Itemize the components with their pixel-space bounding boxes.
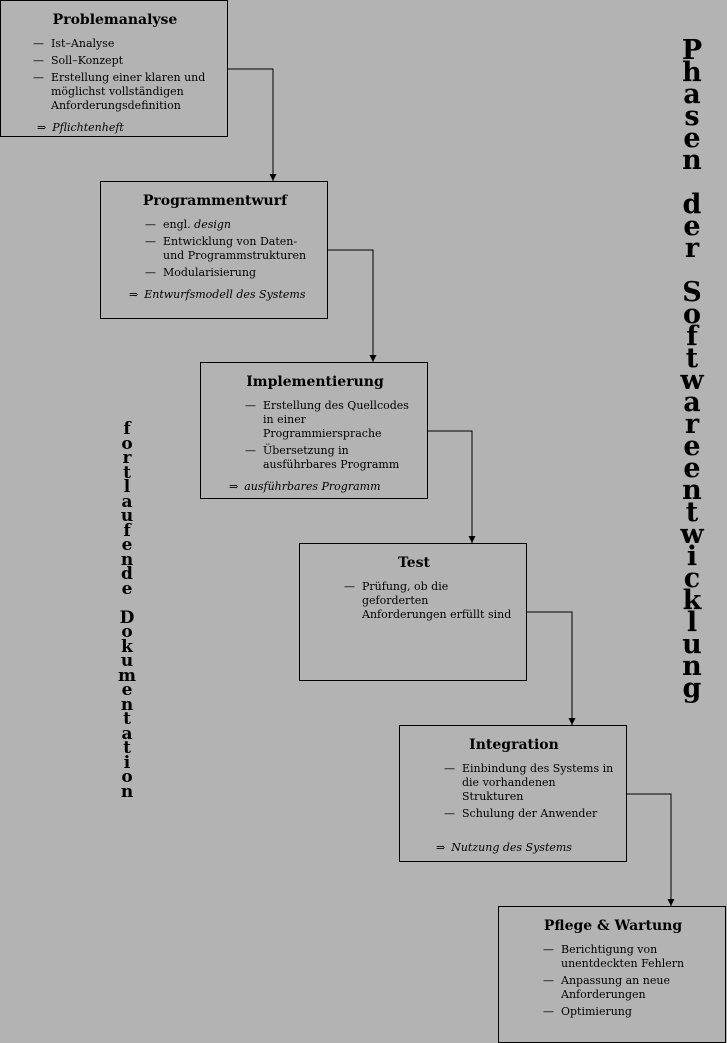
dash-symbol: — [444, 807, 455, 820]
phase-box-pflege-wartung: Pflege & Wartung — Berichtigung von unent… [498, 906, 726, 1043]
phase-item: — Prüfung, ob die geforderten Anforderung… [344, 580, 516, 622]
dash-symbol: — [444, 762, 455, 775]
phase-result-text: Nutzung des Systems [451, 841, 572, 854]
phase-item-text: Entwicklung von Daten- und Programmstruk… [163, 235, 307, 262]
phase-result-text: Entwurfsmodell des Systems [144, 288, 306, 301]
dash-symbol: — [245, 399, 256, 412]
phase-item-text: Erstellung des Quellcodes in einer Progr… [263, 399, 409, 440]
phase-box-problemanalyse: Problemanalyse — Ist–Analyse — Soll–Konzep… [0, 0, 228, 137]
phase-item-text: engl. [163, 218, 195, 231]
phase-item-text: Schulung der Anwender [462, 807, 598, 820]
phase-box-implementierung: Implementierung — Erstellung des Quellcod… [200, 362, 428, 499]
phase-item-text: Anpassung an neue Anforderungen [561, 974, 670, 1001]
phase-item-list: — Erstellung des Quellcodes in einer Prog… [245, 399, 417, 472]
dash-symbol: — [344, 580, 355, 593]
dash-symbol: — [543, 943, 554, 956]
phase-title: Programmentwurf [142, 193, 288, 209]
phase-title: Test [397, 555, 431, 571]
connector-arrow [428, 430, 476, 543]
dash-symbol: — [33, 37, 44, 50]
phase-box-integration: Integration — Einbindung des Systems in d… [399, 725, 627, 862]
implies-symbol: ⇒ [37, 121, 47, 134]
connector-arrow [627, 793, 675, 906]
phase-item: — Erstellung einer klaren und möglichst v… [33, 71, 217, 113]
dash-symbol: — [543, 974, 554, 987]
phase-item-list: — Prüfung, ob die geforderten Anforderung… [344, 580, 516, 622]
phase-item: — Erstellung des Quellcodes in einer Prog… [245, 399, 417, 441]
phase-item-list: — Berichtigung von unentdeckten Fehlern —… [543, 943, 715, 1019]
phase-item-text: Übersetzung in ausführbares Programm [263, 444, 400, 471]
phase-item: — Einbindung des Systems in die vorhanden… [444, 762, 616, 804]
phase-item: — Soll–Konzept [33, 54, 217, 68]
side-label-fortlaufende-dokumentation: f o r t l a u f e n d e D o k u m e n t … [118, 419, 136, 802]
phase-item-text: Modularisierung [163, 266, 257, 279]
dash-symbol: — [145, 266, 156, 279]
phase-item-list: — Einbindung des Systems in die vorhanden… [444, 762, 616, 821]
dash-symbol: — [145, 218, 156, 231]
phase-item-text: Erstellung einer klaren und möglichst vo… [51, 71, 206, 112]
phase-title: Integration [469, 737, 559, 753]
phase-item: — Modularisierung [145, 266, 317, 280]
phase-item: — engl. design [145, 218, 317, 232]
phase-result: ⇒ Entwurfsmodell des Systems [129, 288, 317, 302]
phase-item: — Ist–Analyse [33, 37, 217, 51]
dash-symbol: — [33, 54, 44, 67]
dash-symbol: — [145, 235, 156, 248]
phase-item-text: Prüfung, ob die geforderten Anforderunge… [362, 580, 512, 621]
phase-result: ⇒ Pflichtenheft [37, 121, 217, 135]
implies-symbol: ⇒ [129, 288, 139, 301]
phase-item: — Berichtigung von unentdeckten Fehlern [543, 943, 715, 971]
phase-item-list: — Ist–Analyse — Soll–Konzept — Erstellung e… [33, 37, 217, 113]
phase-result-text: Pflichtenheft [52, 121, 124, 134]
connector-arrow [228, 68, 277, 181]
phase-item: — Übersetzung in ausführbares Programm [245, 444, 417, 472]
dash-symbol: — [245, 444, 256, 457]
phase-item-italic: design [194, 218, 231, 231]
phase-box-test: Test — Prüfung, ob die geforderten Anford… [299, 543, 527, 681]
phase-box-programmentwurf: Programmentwurf — engl. design — Entwicklu… [100, 181, 328, 319]
phase-item-text: Berichtigung von unentdeckten Fehlern [561, 943, 685, 970]
implies-symbol: ⇒ [436, 841, 446, 854]
phase-result: ⇒ Nutzung des Systems [436, 841, 616, 855]
phase-item: — Optimierung [543, 1005, 715, 1019]
phase-item-text: Ist–Analyse [51, 37, 115, 50]
phase-title: Implementierung [246, 374, 384, 390]
side-label-phasen-der-softwareentwicklung: P h a s e n d e r S o f t w a r e e n t … [680, 35, 704, 704]
phase-result: ⇒ ausführbares Programm [229, 480, 417, 494]
phase-item: — Schulung der Anwender [444, 807, 616, 821]
phase-item-text: Einbindung des Systems in die vorhandene… [462, 762, 614, 803]
implies-symbol: ⇒ [229, 480, 239, 493]
connector-arrow [328, 249, 377, 362]
connector-arrow [527, 611, 576, 725]
dash-symbol: — [543, 1005, 554, 1018]
dash-symbol: — [33, 71, 44, 84]
phase-item-text: Soll–Konzept [51, 54, 124, 67]
phase-item: — Anpassung an neue Anforderungen [543, 974, 715, 1002]
phase-title: Problemanalyse [52, 12, 178, 28]
phase-item-list: — engl. design — Entwicklung von Daten- un… [145, 218, 317, 280]
phase-item: — Entwicklung von Daten- und Programmstru… [145, 235, 317, 263]
phase-title: Pflege & Wartung [543, 918, 683, 934]
phase-item-text: Optimierung [561, 1005, 632, 1018]
phase-result-text: ausführbares Programm [244, 480, 381, 493]
